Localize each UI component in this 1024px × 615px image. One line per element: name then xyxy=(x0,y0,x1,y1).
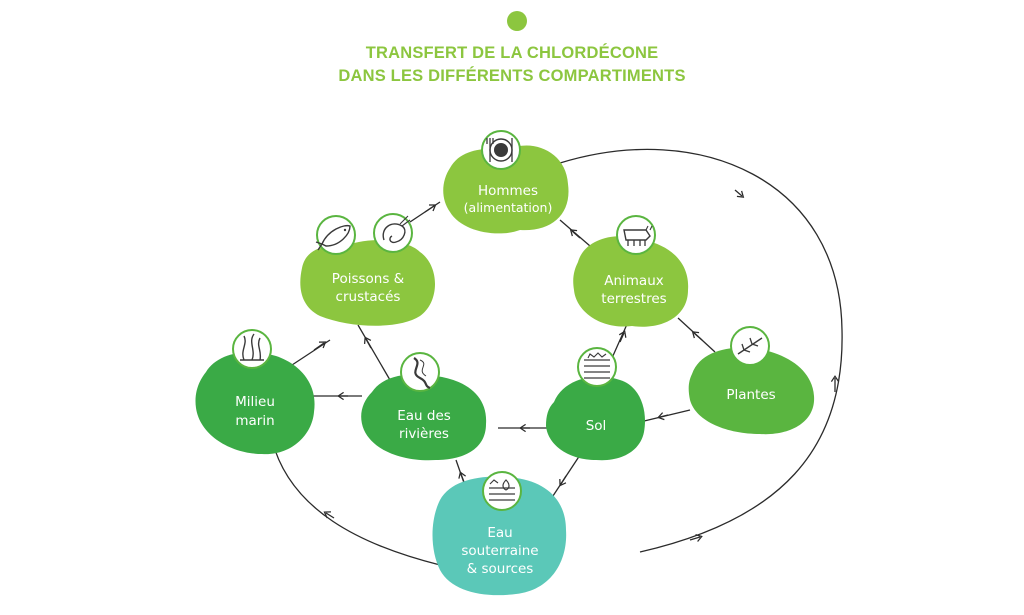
seaweed-icon xyxy=(232,329,272,369)
food-plate-icon xyxy=(481,130,521,170)
node-sol xyxy=(546,376,645,461)
node-plantes xyxy=(688,347,815,435)
diagram-title: TRANSFERT DE LA CHLORDÉCONE DANS LES DIF… xyxy=(0,42,1024,88)
souterraine-label-3: & sources xyxy=(467,561,534,577)
outer-loop-connection xyxy=(559,148,843,553)
arrow-outer-bottom xyxy=(689,533,703,542)
shrimp-icon xyxy=(373,213,413,253)
plantes-blob xyxy=(688,347,815,435)
node-souterraine xyxy=(432,476,567,596)
souterraine-label-2: souterraine xyxy=(461,543,538,559)
souterraine-to-marin-connection xyxy=(271,439,441,566)
plant-icon xyxy=(730,326,770,366)
arrow-sol-animaux xyxy=(618,330,627,343)
rivieres-blob xyxy=(361,374,487,461)
hommes-label-2: (alimentation) xyxy=(464,200,553,215)
sol-label: Sol xyxy=(586,418,607,434)
icon-circles xyxy=(232,130,770,511)
arrow-plantes-sol xyxy=(657,412,669,421)
plantes-label: Plantes xyxy=(726,387,775,403)
soil-icon xyxy=(577,347,617,387)
groundwater-icon xyxy=(482,471,522,511)
arrow-marin-poissons xyxy=(313,341,327,351)
rivieres-to-poissons-connection xyxy=(357,324,391,381)
hommes-label-1: Hommes xyxy=(478,183,538,199)
arrow-animaux-hommes xyxy=(569,229,581,239)
animaux-label-1: Animaux xyxy=(604,273,664,289)
milieu-blob xyxy=(195,352,315,455)
animaux-blob xyxy=(573,236,689,327)
fish-icon xyxy=(315,215,356,255)
arrow-poissons-hommes xyxy=(424,204,437,213)
poissons-blob xyxy=(300,240,435,326)
node-rivieres xyxy=(361,374,487,461)
title-line-1: TRANSFERT DE LA CHLORDÉCONE xyxy=(365,44,659,62)
cow-icon xyxy=(616,215,656,255)
poissons-label-1: Poissons & xyxy=(332,271,405,287)
sol-blob xyxy=(546,376,645,461)
marin-to-poissons-connection xyxy=(291,339,331,366)
node-labels: Hommes (alimentation) Poissons & crustac… xyxy=(235,183,776,577)
node-poissons xyxy=(300,240,435,326)
arrow-rivieres-poissons xyxy=(363,336,372,349)
arrow-souterraine-rivieres xyxy=(458,471,467,483)
sol-to-animaux-connection xyxy=(611,321,629,359)
arrow-sol-souterraine xyxy=(559,475,567,487)
poissons-label-2: crustacés xyxy=(336,289,401,305)
node-milieu xyxy=(195,352,315,455)
river-icon xyxy=(400,352,440,392)
top-dot xyxy=(507,11,527,31)
milieu-label-1: Milieu xyxy=(235,394,275,410)
rivieres-label-1: Eau des xyxy=(397,408,451,424)
arrow-outer-top xyxy=(734,189,745,198)
rivieres-label-2: rivières xyxy=(399,426,449,442)
milieu-label-2: marin xyxy=(235,413,274,429)
arrow-souterraine-marin xyxy=(323,511,335,519)
arrow-plantes-animaux xyxy=(691,331,703,341)
connections xyxy=(271,148,843,566)
title-line-2: DANS LES DIFFÉRENTS COMPARTIMENTS xyxy=(338,67,686,85)
souterraine-label-1: Eau xyxy=(487,525,512,541)
animaux-label-2: terrestres xyxy=(601,291,666,307)
souterraine-blob xyxy=(432,476,567,596)
hommes-blob xyxy=(443,145,569,234)
node-animaux xyxy=(573,236,689,327)
node-hommes xyxy=(443,145,569,234)
